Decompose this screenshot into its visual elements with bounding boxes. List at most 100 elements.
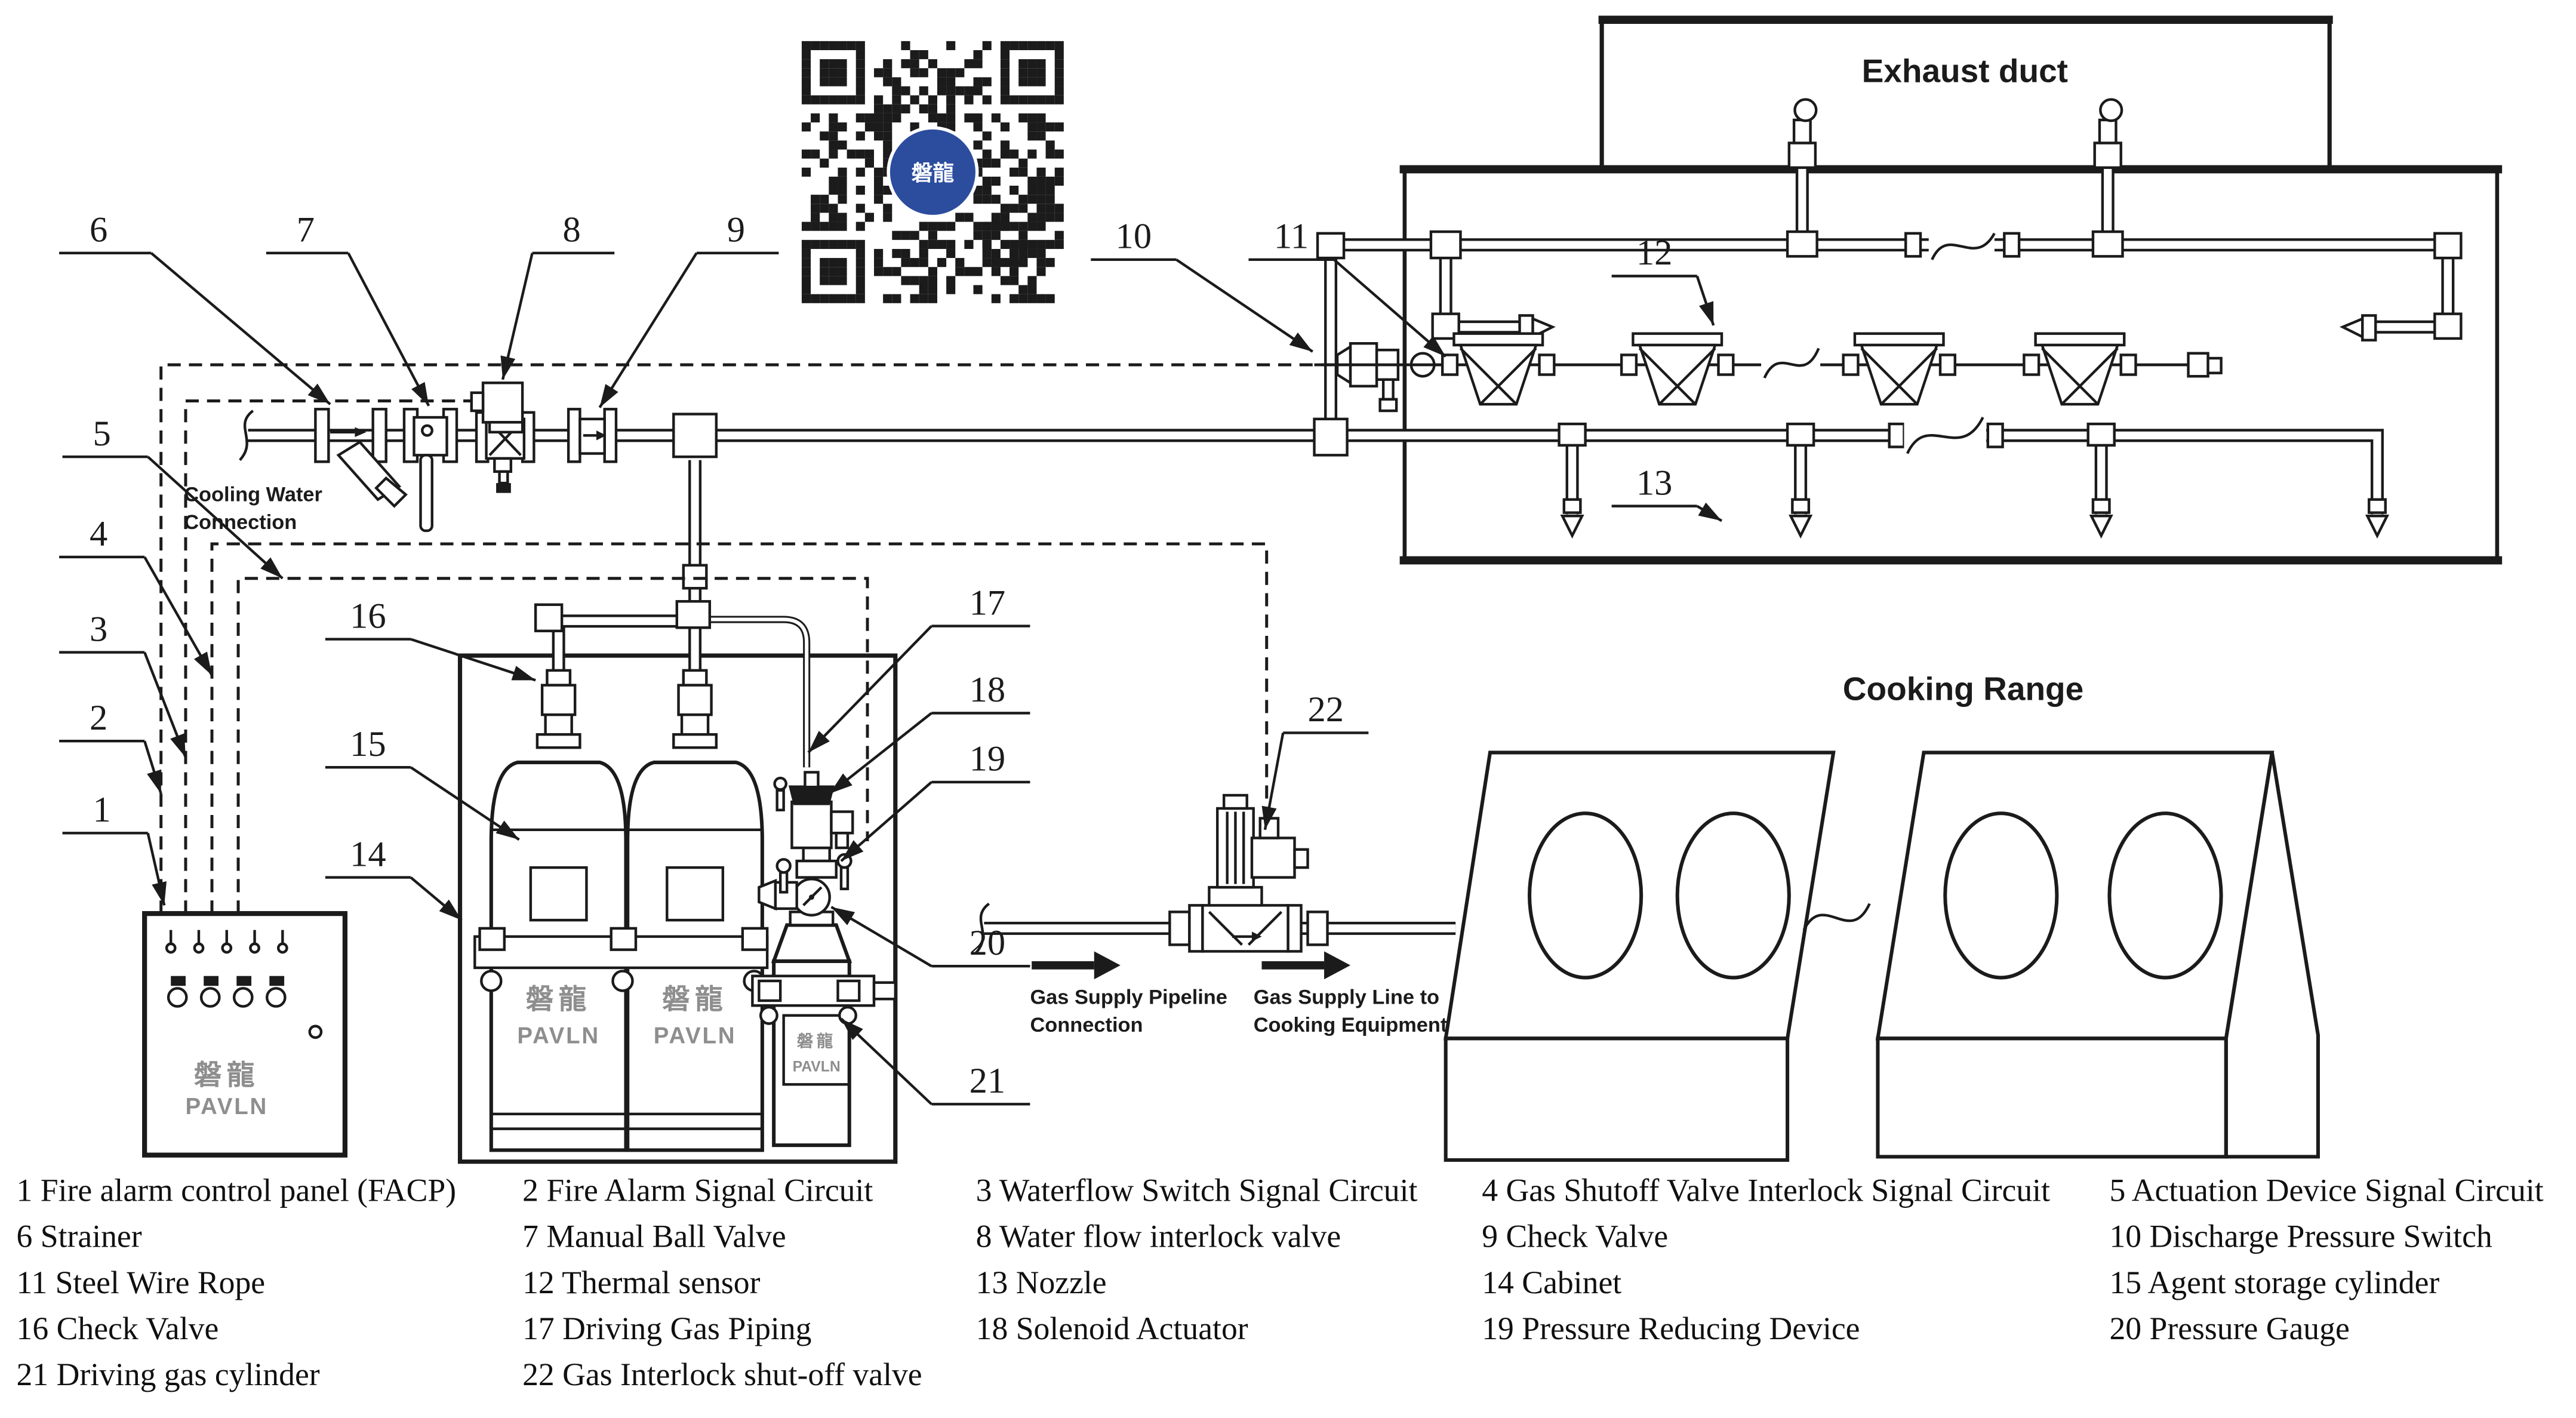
fire-alarm-signal-circuit [159, 363, 1338, 914]
cooking-range: Cooking Range [1444, 670, 2320, 1162]
callout-number: 22 [1308, 690, 1344, 730]
lamp-icon [265, 976, 287, 1008]
callout-4: 4 [59, 514, 213, 676]
elbow-fitting [2433, 232, 2463, 260]
cooling-water-label: Cooling Water Connection [184, 483, 322, 534]
burner [1528, 811, 1644, 980]
side-nozzle-icon [2339, 316, 2364, 339]
callout-7: 7 [266, 210, 430, 407]
tee-fitting [675, 600, 712, 629]
legend-item: 11 Steel Wire Rope [17, 1265, 266, 1300]
driving-cylinder-strap [751, 974, 897, 1025]
callout-number: 11 [1274, 217, 1309, 257]
pressure-gauge [758, 878, 831, 917]
legend-item: 20 Pressure Gauge [2109, 1311, 2349, 1346]
callout-11: 11 [1248, 217, 1447, 358]
arrowhead-icon [152, 881, 167, 906]
legend-item: 8 Water flow interlock valve [976, 1219, 1341, 1254]
arrowhead-icon [1289, 332, 1313, 352]
leader-line [150, 252, 331, 405]
arrowhead-icon [260, 557, 283, 579]
coupling [682, 564, 708, 590]
tee-fitting [1429, 230, 1462, 260]
duct-spray-heads [1787, 98, 2123, 169]
callout-2: 2 [59, 698, 162, 794]
callout-18: 18 [829, 670, 1030, 795]
discharge-pressure-switch [1335, 342, 1400, 413]
coupling [2003, 232, 2021, 258]
thermal-sensor-icon [1441, 332, 1556, 406]
callout-13: 13 [1611, 463, 1723, 522]
arrowhead-icon [193, 651, 212, 676]
svg-text:PAVLN: PAVLN [185, 1094, 268, 1119]
leader-line [347, 252, 430, 407]
legend-item: 15 Agent storage cylinder [2109, 1265, 2439, 1300]
thermal-sensor-icon [1842, 332, 1956, 406]
burner [1943, 811, 2059, 980]
svg-text:Cooling Water: Cooling Water [184, 483, 322, 506]
nozzle-icon [2086, 422, 2116, 539]
svg-text:磐龍: 磐龍 [797, 1032, 836, 1051]
elbow-fitting [2433, 312, 2463, 340]
callout-number: 7 [297, 210, 315, 250]
piping-inner [246, 162, 2452, 933]
arrowhead-icon [147, 769, 162, 794]
leader-line [1175, 259, 1314, 353]
callout-20: 20 [830, 906, 1030, 968]
callout-19: 19 [840, 739, 1030, 862]
solenoid-icon [481, 382, 524, 424]
range-unit-right [1875, 750, 2320, 1159]
range-unit-left [1444, 750, 1836, 1162]
pipe-fittings [534, 230, 2463, 632]
legend-item: 17 Driving Gas Piping [522, 1311, 811, 1346]
legend-item: 18 Solenoid Actuator [976, 1311, 1248, 1346]
leader-line [147, 456, 284, 580]
manual-ball-valve [402, 408, 458, 533]
callout-number: 13 [1636, 463, 1673, 503]
nozzle-icon [1558, 422, 1587, 539]
legend-item: 12 Thermal sensor [522, 1265, 760, 1300]
arrowhead-icon [170, 733, 186, 758]
elbow-fitting [534, 603, 564, 632]
callout-number: 3 [90, 609, 107, 649]
callout-14: 14 [325, 834, 463, 921]
svg-text:磐龍: 磐龍 [194, 1059, 260, 1091]
solenoid-actuator [773, 771, 854, 850]
legend-item: 1 Fire alarm control panel (FACP) [17, 1173, 457, 1208]
svg-text:PAVLN: PAVLN [654, 1023, 737, 1049]
agent-cylinder: 磐龍 PAVLN [489, 669, 628, 1152]
burner [2107, 811, 2223, 980]
indicator-icon [249, 930, 260, 954]
elbow-fitting [1316, 232, 1346, 260]
callout-10: 10 [1091, 217, 1314, 353]
qr-code: 磐龍 [801, 41, 1064, 303]
lamp-icon [232, 976, 254, 1008]
legend-item: 7 Manual Ball Valve [522, 1219, 786, 1254]
svg-text:PAVLN: PAVLN [517, 1023, 600, 1049]
facp-indicators [165, 930, 288, 1008]
svg-text:PAVLN: PAVLN [793, 1059, 841, 1075]
arrowhead-icon [1261, 805, 1277, 830]
spray-head-icon [1787, 98, 1818, 169]
spray-head-icon [2093, 98, 2123, 169]
legend-item: 19 Pressure Reducing Device [1482, 1311, 1860, 1346]
arrowhead-icon [829, 773, 852, 794]
callout-number: 14 [350, 834, 386, 874]
tee-fitting [2091, 230, 2124, 258]
callout-1: 1 [62, 790, 167, 906]
callout-8: 8 [500, 210, 615, 380]
driving-gas-piping [700, 616, 811, 768]
leader-line [598, 252, 698, 408]
piping-outer [246, 162, 2455, 935]
leader-line [807, 625, 932, 753]
callout-number: 15 [350, 724, 386, 764]
cylinder-valve-check-valve [535, 669, 581, 749]
callout-number: 6 [90, 210, 107, 250]
arrowhead-icon [1423, 336, 1446, 357]
burner [1675, 811, 1791, 980]
callout-number: 10 [1116, 217, 1152, 257]
nozzle-icon [2365, 498, 2390, 539]
legend-item: 16 Check Valve [17, 1311, 219, 1346]
callout-number: 20 [970, 923, 1006, 963]
qr-logo-circle [887, 126, 979, 219]
